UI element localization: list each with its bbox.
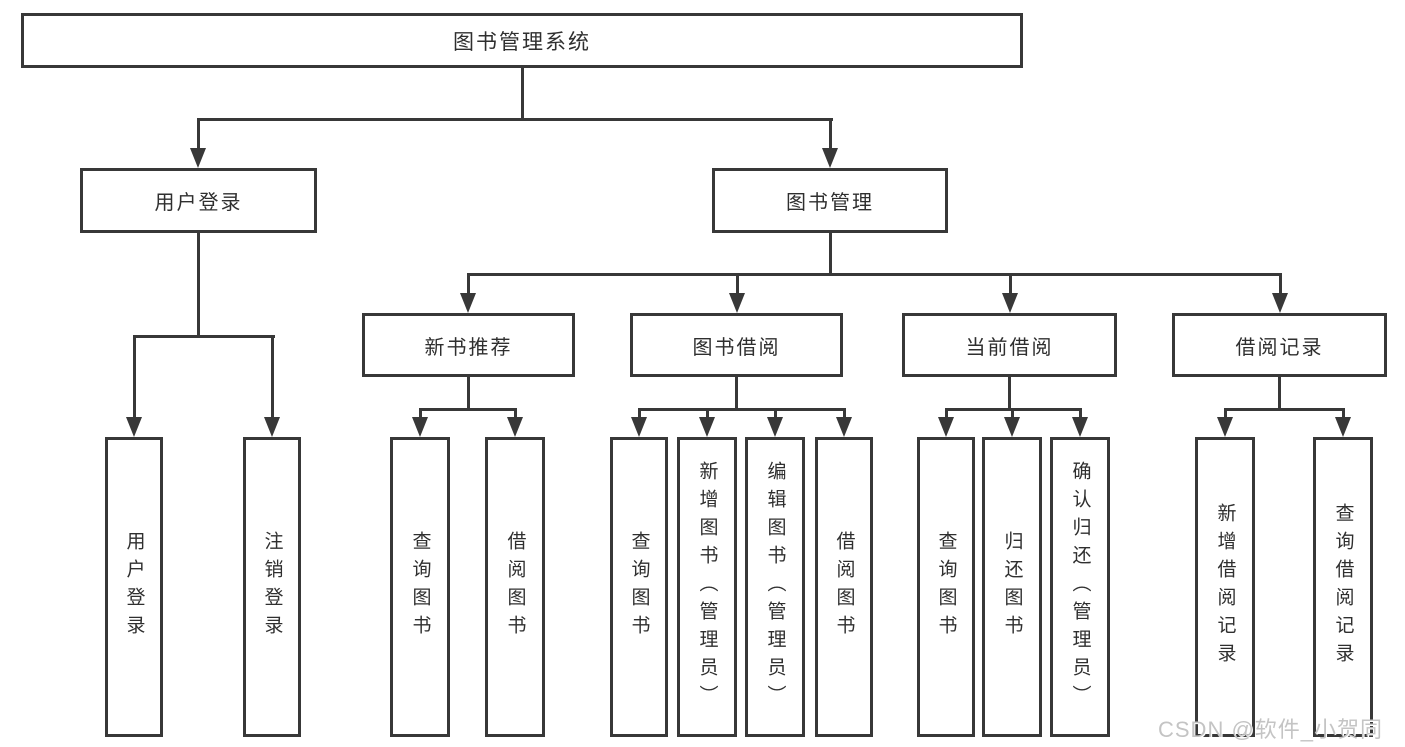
leaf-borrow-books-1: 借阅图书	[485, 437, 545, 737]
arrowhead-icon	[1217, 417, 1233, 437]
connector-line	[467, 377, 470, 408]
arrowhead-icon	[126, 417, 142, 437]
node-book-borrow: 图书借阅	[630, 313, 843, 377]
leaf-query-books-1: 查询图书	[390, 437, 450, 737]
connector-line	[638, 408, 846, 411]
arrowhead-icon	[1004, 417, 1020, 437]
connector-line	[1008, 377, 1011, 408]
node-current-borrow: 当前借阅	[902, 313, 1117, 377]
connector-line	[829, 118, 832, 152]
connector-line	[736, 273, 739, 295]
leaf-return-books: 归还图书	[982, 437, 1042, 737]
connector-line	[945, 408, 948, 421]
connector-line	[735, 377, 738, 408]
arrowhead-icon	[190, 148, 206, 168]
node-borrow-records: 借阅记录	[1172, 313, 1387, 377]
connector-line	[467, 273, 1282, 276]
arrowhead-icon	[822, 148, 838, 168]
arrowhead-icon	[1272, 293, 1288, 313]
connector-line	[1278, 377, 1281, 408]
connector-line	[514, 408, 517, 421]
arrowhead-icon	[507, 417, 523, 437]
connector-line	[706, 408, 709, 421]
watermark: CSDN @软件_小贺同学	[1158, 717, 1384, 742]
arrowhead-icon	[699, 417, 715, 437]
connector-line	[419, 408, 422, 421]
leaf-borrow-books-2: 借阅图书	[815, 437, 873, 737]
leaf-add-books-admin: 新增图书（管理员）	[677, 437, 737, 737]
connector-line	[419, 408, 517, 411]
leaf-query-books-2: 查询图书	[610, 437, 668, 737]
connector-line	[133, 335, 136, 419]
arrowhead-icon	[264, 417, 280, 437]
connector-line	[271, 335, 274, 419]
node-new-book-recommend: 新书推荐	[362, 313, 575, 377]
connector-line	[638, 408, 641, 421]
node-user-login: 用户登录	[80, 168, 317, 233]
arrowhead-icon	[1072, 417, 1088, 437]
leaf-query-borrow-record: 查询借阅记录	[1313, 437, 1373, 737]
leaf-user-login: 用户登录	[105, 437, 163, 737]
arrowhead-icon	[460, 293, 476, 313]
connector-line	[197, 233, 200, 335]
leaf-query-books-3: 查询图书	[917, 437, 975, 737]
connector-line	[197, 118, 200, 152]
connector-line	[829, 233, 832, 273]
arrowhead-icon	[836, 417, 852, 437]
arrowhead-icon	[1002, 293, 1018, 313]
connector-line	[1279, 273, 1282, 295]
leaf-confirm-return-admin: 确认归还（管理员）	[1050, 437, 1110, 737]
connector-line	[1342, 408, 1345, 421]
connector-line	[467, 273, 470, 295]
connector-line	[1011, 408, 1014, 421]
leaf-add-borrow-record: 新增借阅记录	[1195, 437, 1255, 737]
leaf-edit-books-admin: 编辑图书（管理员）	[745, 437, 805, 737]
connector-line	[1224, 408, 1345, 411]
leaf-user-logout: 注销登录	[243, 437, 301, 737]
arrowhead-icon	[729, 293, 745, 313]
connector-line	[774, 408, 777, 421]
connector-line	[1224, 408, 1227, 421]
connector-line	[843, 408, 846, 421]
connector-line	[1009, 273, 1012, 295]
node-root: 图书管理系统	[21, 13, 1023, 68]
connector-line	[1079, 408, 1082, 421]
arrowhead-icon	[1335, 417, 1351, 437]
arrowhead-icon	[631, 417, 647, 437]
arrowhead-icon	[767, 417, 783, 437]
connector-line	[133, 335, 275, 338]
arrowhead-icon	[412, 417, 428, 437]
node-book-management: 图书管理	[712, 168, 948, 233]
connector-line	[521, 68, 524, 118]
connector-line	[197, 118, 833, 121]
arrowhead-icon	[938, 417, 954, 437]
